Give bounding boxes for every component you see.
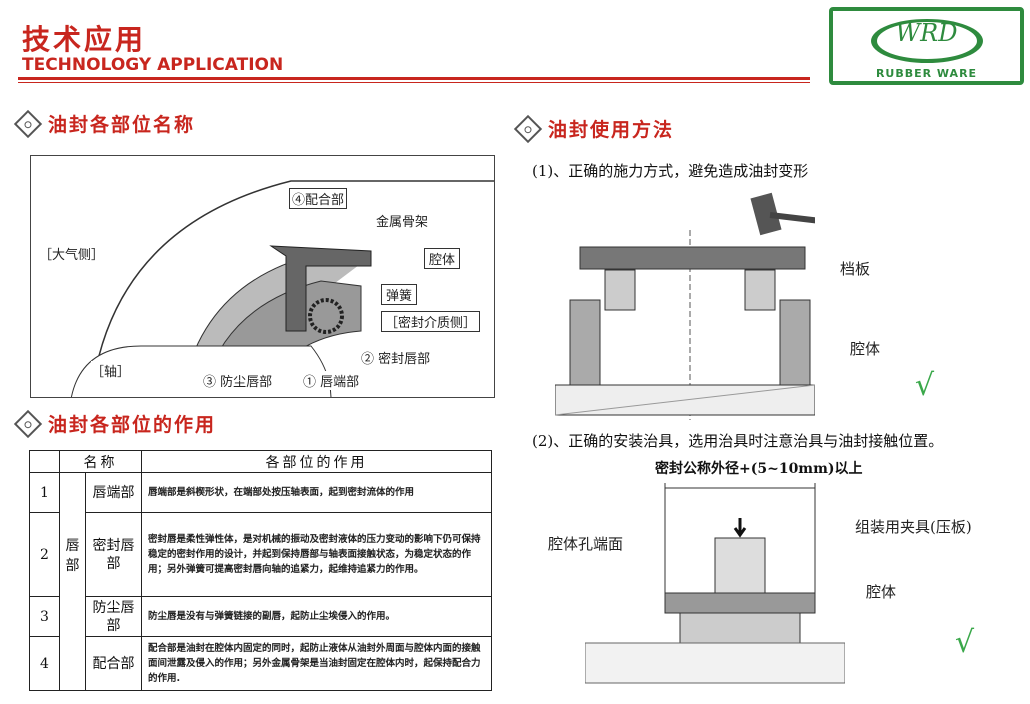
- table-row: 1 唇部 唇端部 唇端部是斜楔形状，在端部处按压轴表面，起到密封流体的作用: [29, 472, 492, 637]
- table-header-row: 名称 各部位的作用: [29, 450, 492, 473]
- label-fit-part: ④配合部: [289, 188, 348, 209]
- logo-mark: WRD: [895, 19, 958, 47]
- press-method-diagram: [555, 192, 815, 420]
- part-description: 唇端部是斜楔形状，在端部处按压轴表面，起到密封流体的作用: [141, 472, 492, 513]
- diamond-bullet-icon: [13, 109, 43, 138]
- row-number: 1: [29, 472, 60, 513]
- diamond-bullet-icon: [13, 409, 43, 438]
- oil-seal-parts-diagram: ④配合部 金属骨架 ［大气侧］ 腔体 弹簧 ［密封介质侧］ ［轴］ ② 密封唇部…: [30, 155, 495, 398]
- label-atmosphere-side: ［大气侧］: [39, 244, 105, 263]
- part-name: 防尘唇部: [85, 596, 142, 637]
- part-name: 唇端部: [85, 472, 142, 513]
- group-cell: 唇部: [59, 472, 86, 637]
- section-usage-heading: 油封使用方法: [513, 114, 675, 143]
- diamond-bullet-icon: [513, 114, 543, 143]
- row-number: 2: [29, 512, 60, 597]
- checkmark-icon: √: [955, 625, 975, 660]
- logo-subtitle: RUBBER WARE: [875, 67, 978, 80]
- page-subtitle: TECHNOLOGY APPLICATION: [22, 55, 284, 75]
- label-housing: 腔体: [850, 338, 881, 359]
- page-title: 技术应用: [22, 23, 147, 56]
- table-row: 4 配合部 配合部是油封在腔体内固定的同时，起防止液体从油封外周面与腔体内面的接…: [29, 636, 492, 691]
- label-plate: 档板: [840, 258, 871, 279]
- label-spring: 弹簧: [381, 284, 418, 305]
- table-row: 3 防尘唇部 防尘唇是没有与弹簧链接的副唇，起防止尘埃侵入的作用。: [29, 596, 492, 637]
- label-shaft: ［轴］: [91, 361, 131, 380]
- column-header-function: 各部位的作用: [141, 450, 492, 473]
- section-title: 油封各部位名称: [48, 114, 196, 136]
- label-housing: 腔体: [424, 248, 461, 269]
- row-number: 4: [29, 636, 60, 691]
- label-lip-end: ① 唇端部: [303, 371, 360, 390]
- company-logo: WRD RUBBER WARE: [829, 7, 1024, 85]
- row-number: 3: [29, 596, 60, 637]
- part-description: 密封唇是柔性弹性体，是对机械的振动及密封液体的压力变动的影响下仍可保持稳定的密封…: [141, 512, 492, 597]
- label-housing-2: 腔体: [866, 581, 897, 602]
- header-rule-thin: [18, 82, 810, 83]
- part-description: 防尘唇是没有与弹簧链接的副唇，起防止尘埃侵入的作用。: [141, 596, 492, 637]
- section-title: 油封使用方法: [548, 119, 675, 141]
- step1-text: (1)、正确的施力方式，避免造成油封变形: [532, 162, 809, 180]
- checkmark-icon: √: [915, 368, 935, 403]
- header-rule: [18, 77, 810, 80]
- part-name: 配合部: [85, 636, 142, 691]
- column-header-name: 名称: [59, 450, 142, 473]
- label-dimension: 密封公称外径+(5~10mm)以上: [655, 461, 863, 477]
- table-row: 2 密封唇部 密封唇是柔性弹性体，是对机械的振动及密封液体的压力变动的影响下仍可…: [29, 512, 492, 597]
- label-fixture: 组装用夹具(压板): [855, 516, 972, 537]
- label-bore-face: 腔体孔端面: [548, 533, 624, 554]
- label-seal-lip: ② 密封唇部: [361, 348, 431, 367]
- section-part-names-heading: 油封各部位名称: [13, 109, 196, 138]
- part-name: 密封唇部: [85, 512, 142, 597]
- label-medium-side: ［密封介质侧］: [381, 311, 481, 332]
- section-part-functions-heading: 油封各部位的作用: [13, 409, 217, 438]
- section-title: 油封各部位的作用: [48, 414, 217, 436]
- part-description: 配合部是油封在腔体内固定的同时，起防止液体从油封外周面与腔体内面的接触面间泄露及…: [141, 636, 492, 691]
- step2-text: (2)、正确的安装治具，选用治具时注意治具与油封接触位置。: [532, 432, 944, 450]
- part-function-table: 名称 各部位的作用 1 唇部 唇端部 唇端部是斜楔形状，在端部处按压轴表面，起到…: [29, 450, 492, 691]
- label-metal-frame: 金属骨架: [376, 211, 429, 230]
- install-fixture-diagram: [585, 483, 845, 684]
- label-dust-lip: ③ 防尘唇部: [203, 371, 273, 390]
